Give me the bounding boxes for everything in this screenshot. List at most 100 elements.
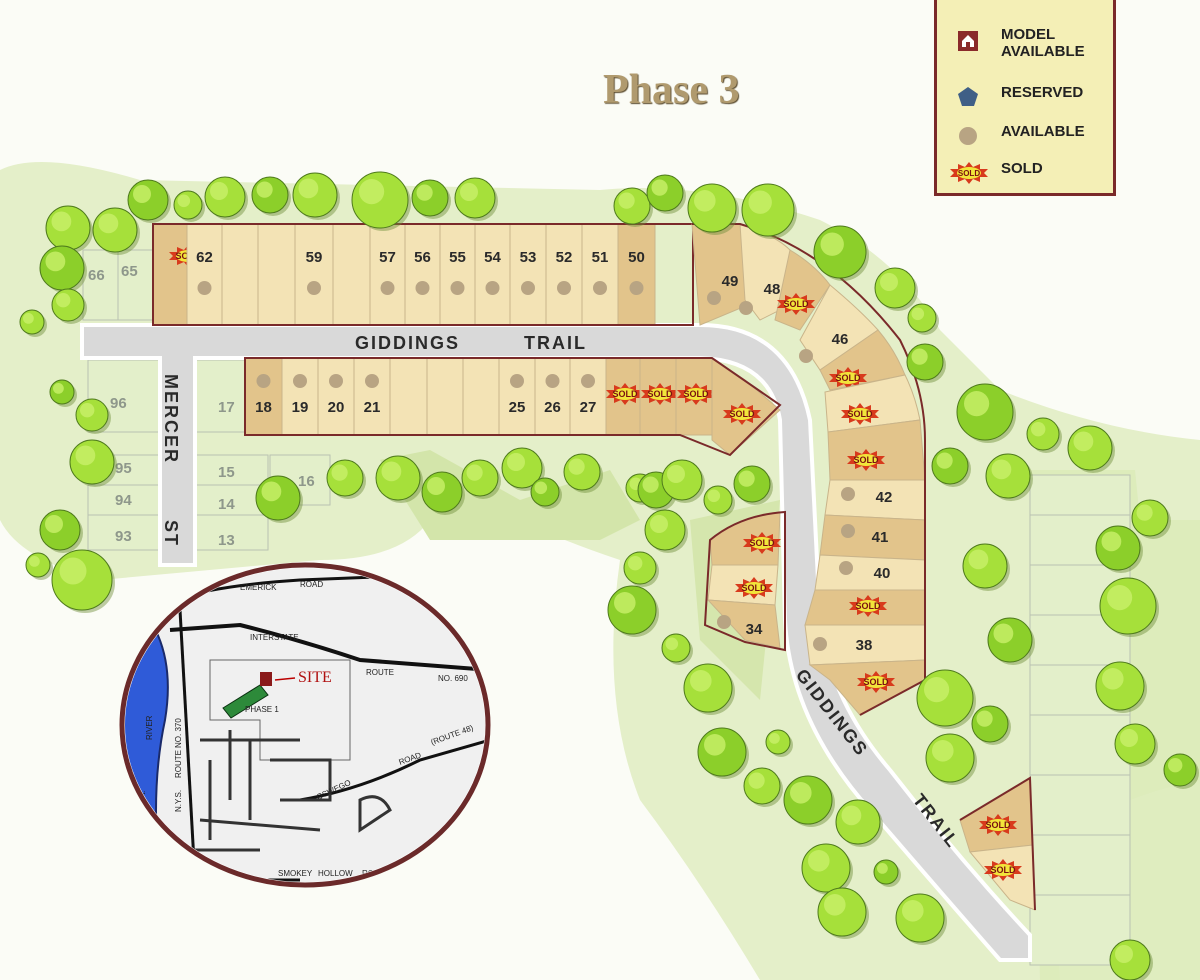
lot-number-59: 59: [306, 249, 323, 266]
lot-top-1[interactable]: [186, 223, 223, 326]
lot-number-38: 38: [856, 637, 873, 654]
tree: [895, 893, 947, 945]
tree: [613, 187, 653, 227]
tree: [92, 207, 140, 255]
tree: [75, 398, 111, 434]
lot-number-53: 53: [520, 249, 537, 266]
available-dot: [415, 281, 430, 295]
available-dot: [307, 281, 321, 295]
street-giddings-top-2: TRAIL: [524, 333, 587, 353]
lot-mid-2[interactable]: [317, 357, 355, 436]
lot-mid-3[interactable]: [353, 357, 391, 436]
lot-number-56: 56: [414, 249, 431, 266]
available-dot: [557, 281, 571, 295]
tree: [801, 843, 853, 895]
available-dot: [839, 561, 853, 575]
tree: [454, 177, 498, 221]
tree: [255, 475, 303, 523]
lot-top-5[interactable]: [332, 223, 371, 326]
available-dot: [380, 281, 395, 295]
lot-65: 65: [121, 263, 138, 280]
lot-top-13[interactable]: [617, 223, 656, 326]
inset-label-370: NO. 370: [174, 718, 183, 748]
tree: [835, 799, 883, 847]
lot-number-19: 19: [292, 399, 309, 416]
reserved-pentagon-icon: [958, 87, 978, 106]
lot-number-18: 18: [255, 399, 272, 416]
sold-badge: SOLD: [841, 403, 879, 425]
lot-top-4[interactable]: [294, 223, 334, 326]
lot-94: 94: [115, 492, 132, 509]
lot-number-62: 62: [196, 249, 213, 266]
sold-badge-text: SOLD: [985, 820, 1011, 830]
lot-mid-0[interactable]: [244, 357, 283, 436]
lot-mid-4[interactable]: [389, 357, 428, 436]
tree: [646, 174, 686, 214]
sold-badge: SOLD: [723, 403, 761, 425]
sold-badge: SOLD: [743, 532, 781, 554]
sold-badge-text: SOLD: [847, 409, 873, 419]
tree: [127, 179, 171, 223]
lot-66: 66: [88, 267, 105, 284]
tree: [69, 439, 117, 487]
lot-top-11[interactable]: [545, 223, 583, 326]
lot-top-6[interactable]: [369, 223, 406, 326]
lot-top-7[interactable]: [404, 223, 441, 326]
tree: [765, 729, 793, 757]
lot-number-42: 42: [876, 489, 893, 506]
available-dot: [365, 374, 379, 388]
sold-badge-text: SOLD: [855, 601, 881, 611]
tree: [916, 669, 976, 729]
available-dot: [581, 374, 595, 388]
tree: [661, 459, 705, 503]
inset-label-route: ROUTE: [366, 668, 394, 677]
available-dot: [717, 615, 731, 629]
tree: [971, 705, 1011, 745]
lot-mid-6[interactable]: [462, 357, 500, 436]
inset-label-route370a: ROUTE: [174, 750, 183, 778]
lot-mid-9[interactable]: [569, 357, 607, 436]
inset-label-hollow: HOLLOW: [318, 869, 353, 878]
lot-top-8[interactable]: [439, 223, 476, 326]
tree: [1163, 753, 1199, 789]
lot-top-10[interactable]: [509, 223, 547, 326]
lot-mid-1[interactable]: [281, 357, 319, 436]
lot-top-12[interactable]: [581, 223, 619, 326]
sold-badge-text: SOLD: [835, 373, 861, 383]
tree: [743, 767, 783, 807]
lot-curve-9[interactable]: [814, 554, 926, 591]
tree: [687, 183, 739, 235]
tree: [39, 509, 83, 553]
tree: [563, 453, 603, 493]
lot-mid-7[interactable]: [498, 357, 536, 436]
inset-label-road1: ROAD: [300, 580, 323, 589]
lot-top-2[interactable]: [221, 223, 259, 326]
available-dot: [485, 281, 500, 295]
available-dot: [593, 281, 607, 295]
inset-label-phase1: PHASE 1: [245, 705, 279, 714]
legend-reserved-label: RESERVED: [1001, 84, 1084, 101]
available-dot-icon: [959, 127, 977, 145]
available-dot: [799, 349, 813, 363]
tree: [873, 859, 901, 887]
tree: [49, 379, 77, 407]
lot-number-20: 20: [328, 399, 345, 416]
available-dot: [256, 374, 271, 388]
tree: [925, 733, 977, 785]
lot-top-0[interactable]: [152, 223, 188, 326]
sold-badge: SOLD: [857, 671, 895, 693]
available-dot: [197, 281, 212, 295]
legend-sold-label: SOLD: [1001, 160, 1043, 177]
tree: [25, 552, 53, 580]
lot-mid-8[interactable]: [534, 357, 571, 436]
lot-number-55: 55: [449, 249, 466, 266]
lot-top-9[interactable]: [474, 223, 511, 326]
lot-top-3[interactable]: [257, 223, 296, 326]
tree: [461, 459, 501, 499]
lot-mid-5[interactable]: [426, 357, 464, 436]
street-giddings-top-1: GIDDINGS: [355, 333, 460, 353]
lot-number-26: 26: [544, 399, 561, 416]
available-dot: [739, 301, 753, 315]
lot-96: 96: [110, 395, 127, 412]
